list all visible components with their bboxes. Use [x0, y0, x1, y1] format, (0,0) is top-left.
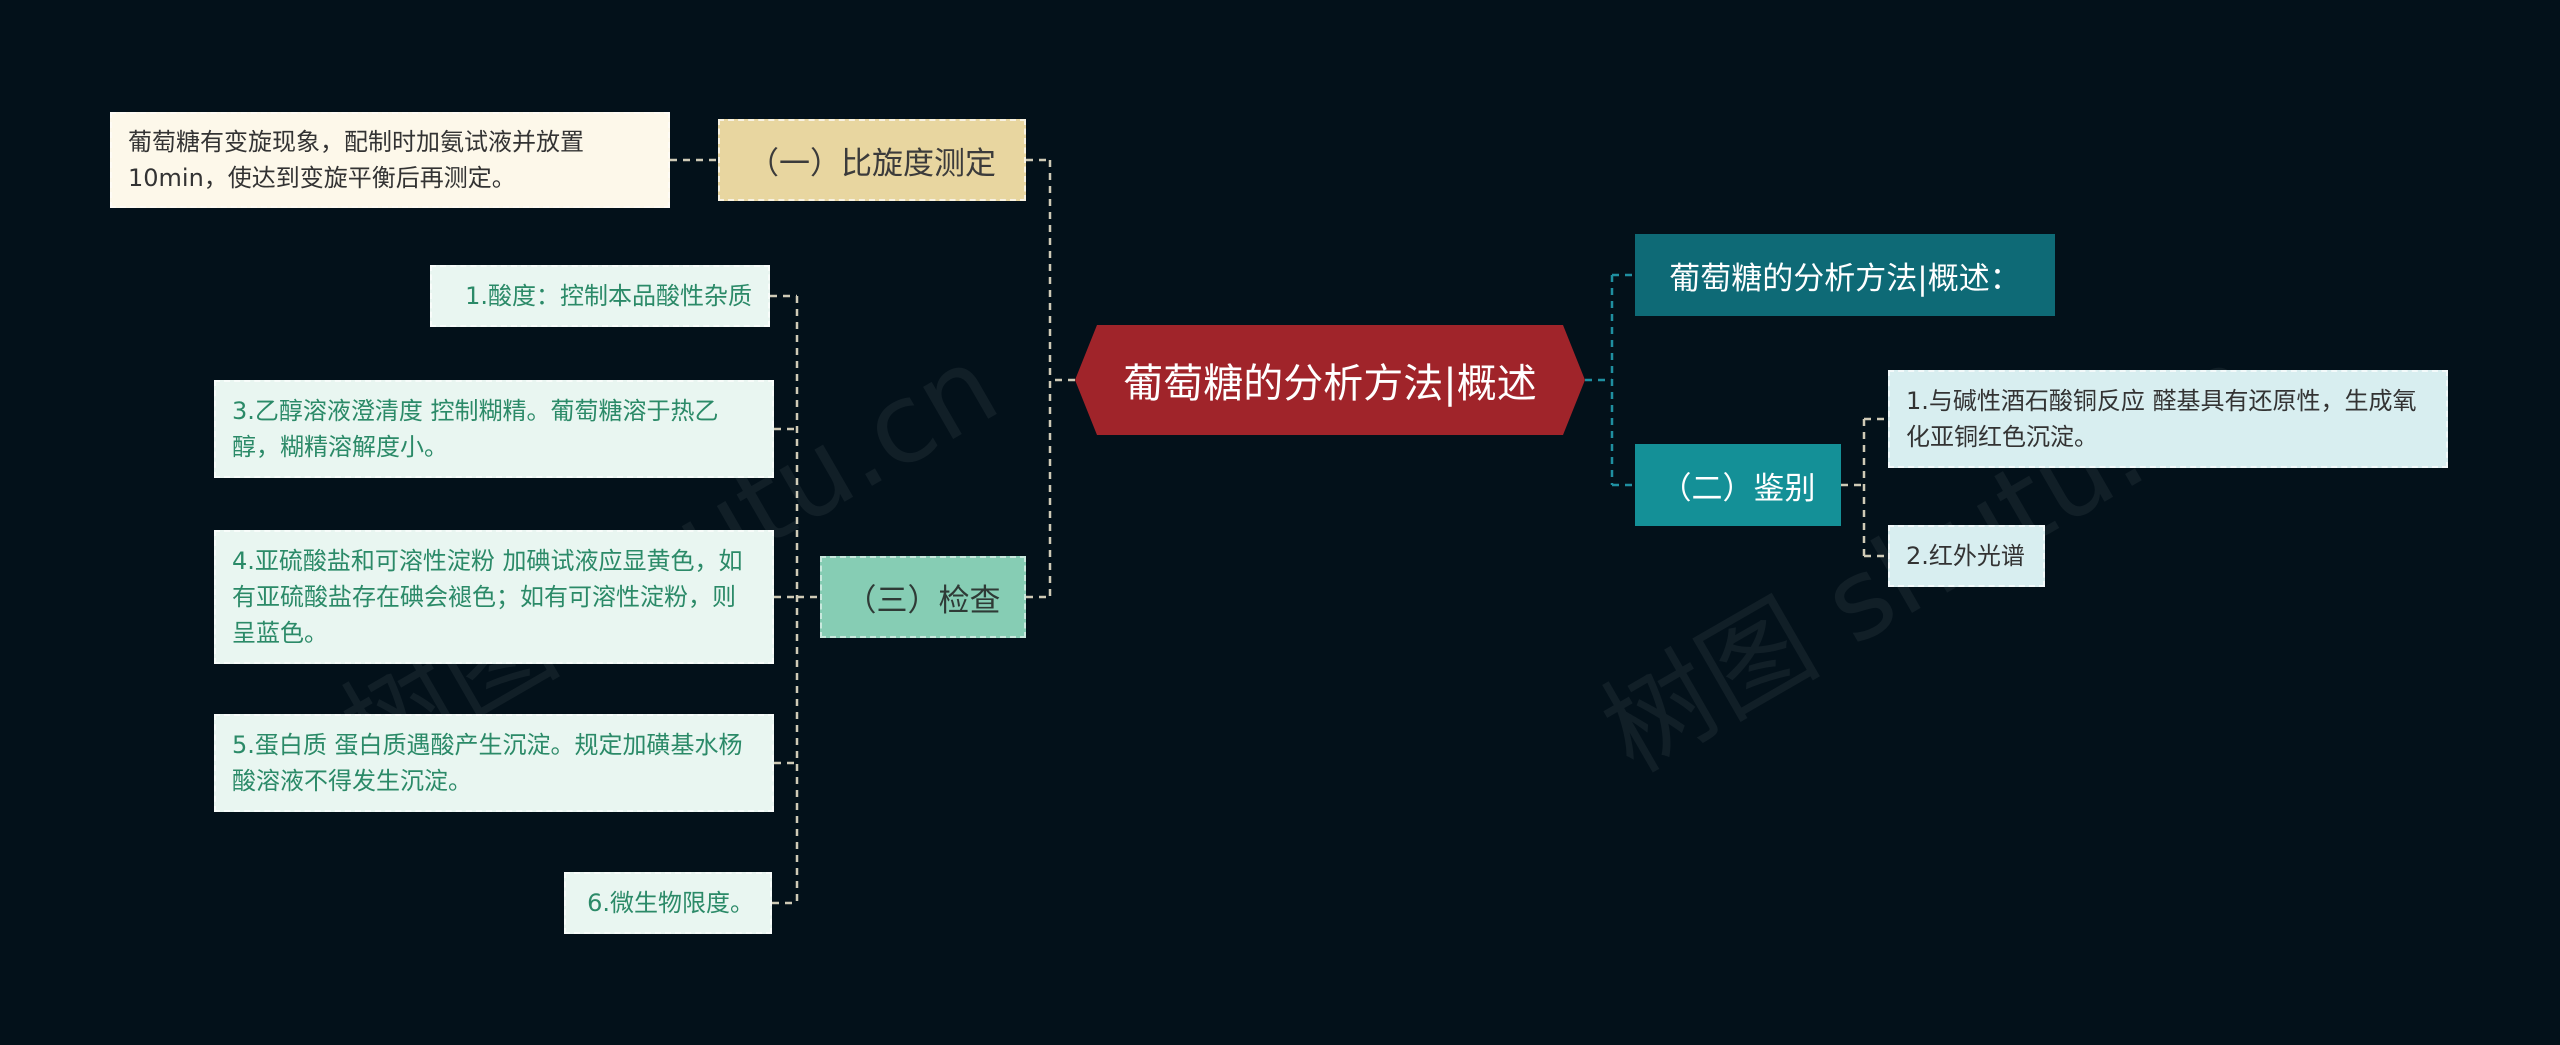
root-topic-label: 葡萄糖的分析方法|概述	[1123, 361, 1537, 407]
root-topic[interactable]: 葡萄糖的分析方法|概述	[1075, 325, 1585, 435]
leaf-jiancha-acidity[interactable]: 1.酸度：控制本品酸性杂质	[430, 265, 770, 327]
branch-jiancha[interactable]: （三）检查	[820, 556, 1026, 638]
leaf-jianbie-copper[interactable]: 1.与碱性酒石酸铜反应 醛基具有还原性，生成氧化亚铜红色沉淀。	[1888, 370, 2448, 468]
leaf-text: 4.亚硫酸盐和可溶性淀粉 加碘试液应显黄色，如有亚硫酸盐存在碘会褪色；如有可溶性…	[232, 547, 743, 647]
leaf-text: 3.乙醇溶液澄清度 控制糊精。葡萄糖溶于热乙醇，糊精溶解度小。	[232, 397, 719, 461]
branch-jianbie[interactable]: （二）鉴别	[1635, 444, 1841, 526]
branch-jiancha-label: （三）检查	[845, 582, 1001, 619]
leaf-jiancha-sulfite[interactable]: 4.亚硫酸盐和可溶性淀粉 加碘试液应显黄色，如有亚硫酸盐存在碘会褪色；如有可溶性…	[214, 530, 774, 664]
branch-gaishu-label: 葡萄糖的分析方法|概述：	[1669, 260, 2021, 297]
leaf-jiancha-ethanol[interactable]: 3.乙醇溶液澄清度 控制糊精。葡萄糖溶于热乙醇，糊精溶解度小。	[214, 380, 774, 478]
leaf-jiancha-protein[interactable]: 5.蛋白质 蛋白质遇酸产生沉淀。规定加磺基水杨酸溶液不得发生沉淀。	[214, 714, 774, 812]
leaf-text: 1.与碱性酒石酸铜反应 醛基具有还原性，生成氧化亚铜红色沉淀。	[1906, 387, 2417, 451]
leaf-jianbie-ir[interactable]: 2.红外光谱	[1888, 525, 2045, 587]
branch-bixuandu[interactable]: （一）比旋度测定	[718, 119, 1026, 201]
leaf-text: 6.微生物限度。	[587, 889, 754, 917]
branch-jianbie-label: （二）鉴别	[1660, 470, 1816, 507]
leaf-text: 5.蛋白质 蛋白质遇酸产生沉淀。规定加磺基水杨酸溶液不得发生沉淀。	[232, 731, 743, 795]
branch-gaishu[interactable]: 葡萄糖的分析方法|概述：	[1635, 234, 2055, 316]
leaf-jiancha-microbe[interactable]: 6.微生物限度。	[564, 872, 772, 934]
leaf-text: 1.酸度：控制本品酸性杂质	[465, 282, 752, 310]
branch-bixuandu-label: （一）比旋度测定	[748, 145, 996, 182]
leaf-bixuandu-note[interactable]: 葡萄糖有变旋现象，配制时加氨试液并放置10min，使达到变旋平衡后再测定。	[110, 112, 670, 208]
leaf-text: 葡萄糖有变旋现象，配制时加氨试液并放置10min，使达到变旋平衡后再测定。	[128, 128, 584, 192]
leaf-text: 2.红外光谱	[1906, 542, 2025, 570]
